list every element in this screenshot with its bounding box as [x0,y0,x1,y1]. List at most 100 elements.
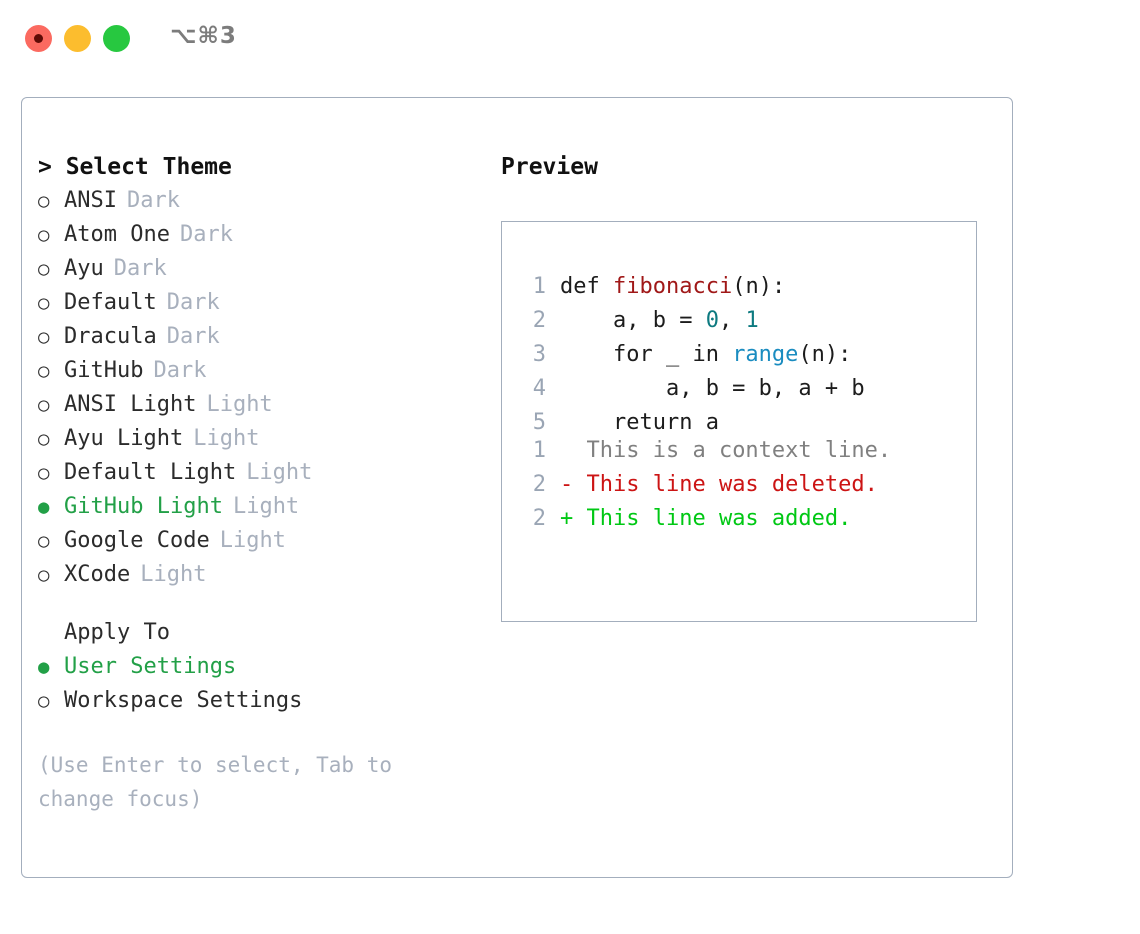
code-line: 1 def fibonacci(n): [516,270,865,304]
code-token-plain: def [560,274,613,299]
code-line-number: 3 [532,342,546,367]
code-token-num: 1 [745,308,759,333]
theme-option-default-light[interactable]: ○ Default Light Light [38,456,488,490]
theme-option-badge: Light [219,528,286,553]
theme-option-label: Google Code [64,528,210,553]
radio-unselected-icon: ○ [38,462,50,484]
theme-option-badge: Light [232,494,300,519]
diff-sample: 1 This is a context line.2- This line wa… [516,434,891,536]
radio-unselected-icon: ○ [38,258,50,280]
theme-option-label: XCode [64,562,131,587]
diff-line-add: 2 + This line was added. [516,502,891,536]
radio-selected-icon: ● [38,496,50,518]
code-token-plain: a, b = b, a + b [560,376,865,401]
theme-option-label: Default Light [64,460,237,485]
code-token-call: range [732,342,799,367]
title-bar: ⌥⌘3 [0,0,1140,78]
diff-line-content: This is a context line. [560,434,891,468]
diff-line-number: 2 [532,506,546,531]
theme-option-badge: Dark [179,222,233,247]
code-token-plain: , [718,308,746,333]
apply-to-option-label: Workspace Settings [64,688,303,713]
radio-unselected-icon: ○ [38,360,50,382]
code-line-number: 5 [532,410,546,435]
apply-to-option-list: ● User Settings ○ Workspace Settings [38,650,488,718]
code-token-num: 0 [705,308,719,333]
diff-line-context: 1 This is a context line. [516,434,891,468]
preview-heading: Preview [501,154,598,180]
code-line-text: def fibonacci(n): [560,270,785,304]
window-controls [25,25,130,52]
radio-unselected-icon: ○ [38,428,50,450]
code-line-number: 1 [532,274,546,299]
theme-option-badge: Light [193,426,260,451]
theme-option-ayu[interactable]: ○ Ayu Dark [38,252,488,286]
keyboard-shortcut-label: ⌥⌘3 [170,23,237,49]
theme-option-badge: Dark [166,290,220,315]
apply-to-option-user-settings[interactable]: ● User Settings [38,650,488,684]
keyboard-hint-text: (Use Enter to select, Tab to change focu… [38,753,405,811]
maximize-button[interactable] [103,25,130,52]
radio-unselected-icon: ○ [38,690,50,712]
diff-line-number: 2 [532,472,546,497]
radio-unselected-icon: ○ [38,224,50,246]
apply-to-heading: Apply To [64,620,170,645]
code-line-number: 2 [532,308,546,333]
theme-option-label: Dracula [64,324,157,349]
code-line-text: for _ in range(n): [560,338,851,372]
code-line: 5 return a [516,406,865,440]
theme-option-dracula[interactable]: ○ Dracula Dark [38,320,488,354]
diff-line-del: 2- This line was deleted. [516,468,891,502]
code-line-text: return a [560,406,719,440]
code-line: 3 for _ in range(n): [516,338,865,372]
code-token-fn: fibonacci [612,274,733,299]
code-line-text: a, b = b, a + b [560,372,865,406]
code-line: 2 a, b = 0, 1 [516,304,865,338]
apply-to-option-workspace-settings[interactable]: ○ Workspace Settings [38,684,488,718]
radio-unselected-icon: ○ [38,394,50,416]
theme-option-badge: Dark [166,324,220,349]
radio-unselected-icon: ○ [38,326,50,348]
code-line: 4 a, b = b, a + b [516,372,865,406]
theme-option-badge: Dark [153,358,207,383]
radio-selected-icon: ● [38,656,50,678]
apply-to-option-label: User Settings [64,654,237,679]
code-token-plain: (n): [732,274,786,299]
minimize-button[interactable] [64,25,91,52]
code-line-text: a, b = 0, 1 [560,304,759,338]
close-button[interactable] [25,25,52,52]
diff-text: This line was deleted. [573,472,878,497]
code-token-plain: return a [560,410,719,435]
theme-option-label: ANSI Light [64,392,197,417]
diff-line-content: + This line was added. [560,502,851,536]
code-token-plain: a, b = [560,308,706,333]
theme-option-label: ANSI [64,188,117,213]
theme-option-label: Ayu [64,256,104,281]
diff-sign: + [560,506,574,531]
code-line-number: 4 [532,376,546,401]
diff-sign [560,438,573,463]
diff-sign: - [560,472,574,497]
theme-option-badge: Light [140,562,207,587]
diff-text: This line was added. [573,506,852,531]
theme-option-badge: Light [246,460,313,485]
theme-option-badge: Dark [113,256,167,281]
code-token-plain: for _ in [560,342,733,367]
diff-text: This is a context line. [573,438,892,463]
radio-unselected-icon: ○ [38,190,50,212]
